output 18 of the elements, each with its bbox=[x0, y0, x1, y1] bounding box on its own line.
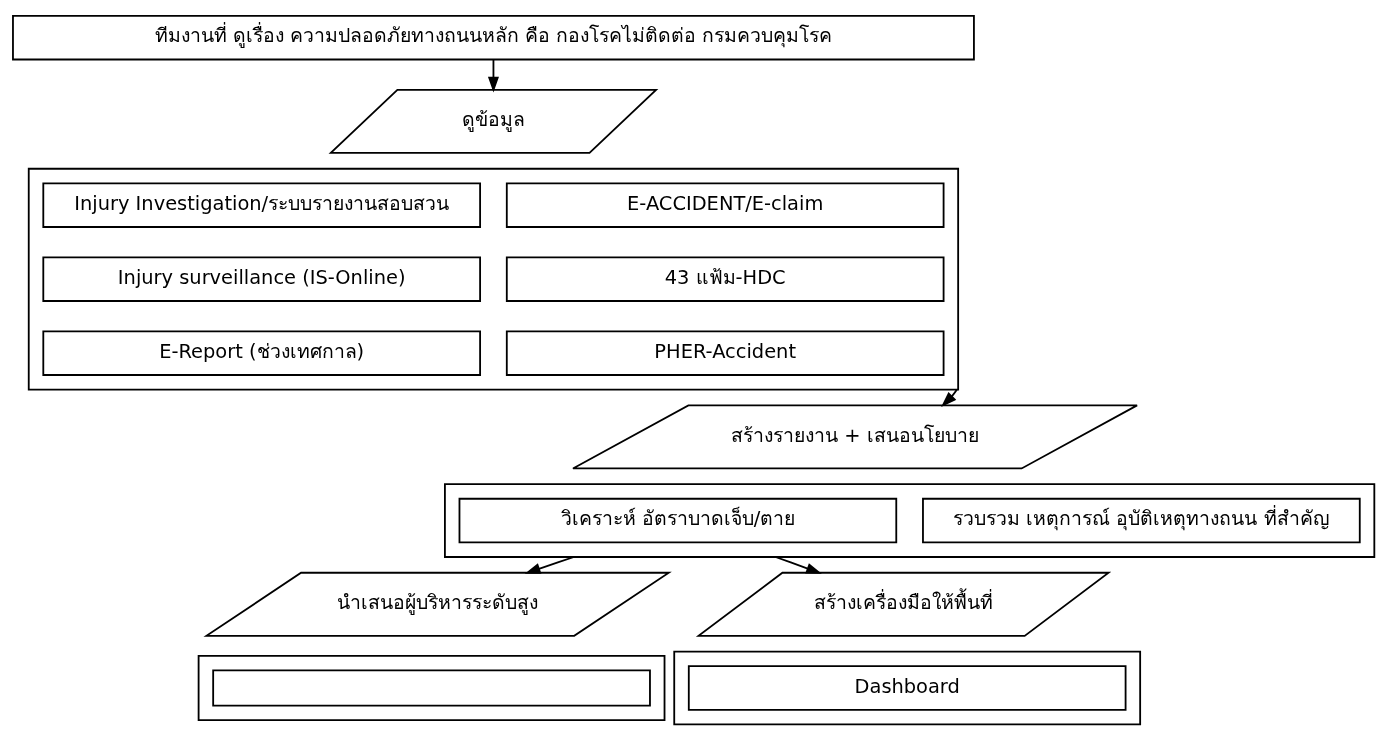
node-box: รวบรวม เหตุการณ์ อุบัติเหตุทางถนน ที่สำคัญ bbox=[922, 497, 1361, 543]
arrow bbox=[941, 388, 958, 407]
node-box: E-Report (ช่วงเทศกาล) bbox=[42, 329, 481, 376]
node-box: Injury surveillance (IS-Online) bbox=[42, 255, 481, 302]
cluster bbox=[27, 167, 960, 390]
node-box: วิเคราะห์ อัตราบาดเจ็บ/ตาย bbox=[458, 497, 898, 543]
arrow bbox=[774, 555, 822, 574]
cluster bbox=[444, 482, 1376, 558]
node-box: ทีมงานที่ ดูเรื่อง ความปลอดภัยทางถนนหลัก คือ กองโรคไม่ติดต่อ กรมควบคุมโรค bbox=[12, 14, 975, 60]
cluster bbox=[673, 650, 1142, 725]
node-box: PHER-Accident bbox=[505, 329, 945, 376]
node-box: Dashboard bbox=[687, 664, 1127, 711]
arrow bbox=[524, 555, 575, 574]
node-box: Injury Investigation/ระบบรายงานสอบสวน bbox=[42, 181, 481, 228]
cluster bbox=[197, 654, 666, 721]
node-box: E-ACCIDENT/E-claim bbox=[505, 181, 945, 228]
node-box bbox=[212, 669, 651, 707]
node-box: 43 แฟ้ม-HDC bbox=[505, 255, 945, 302]
